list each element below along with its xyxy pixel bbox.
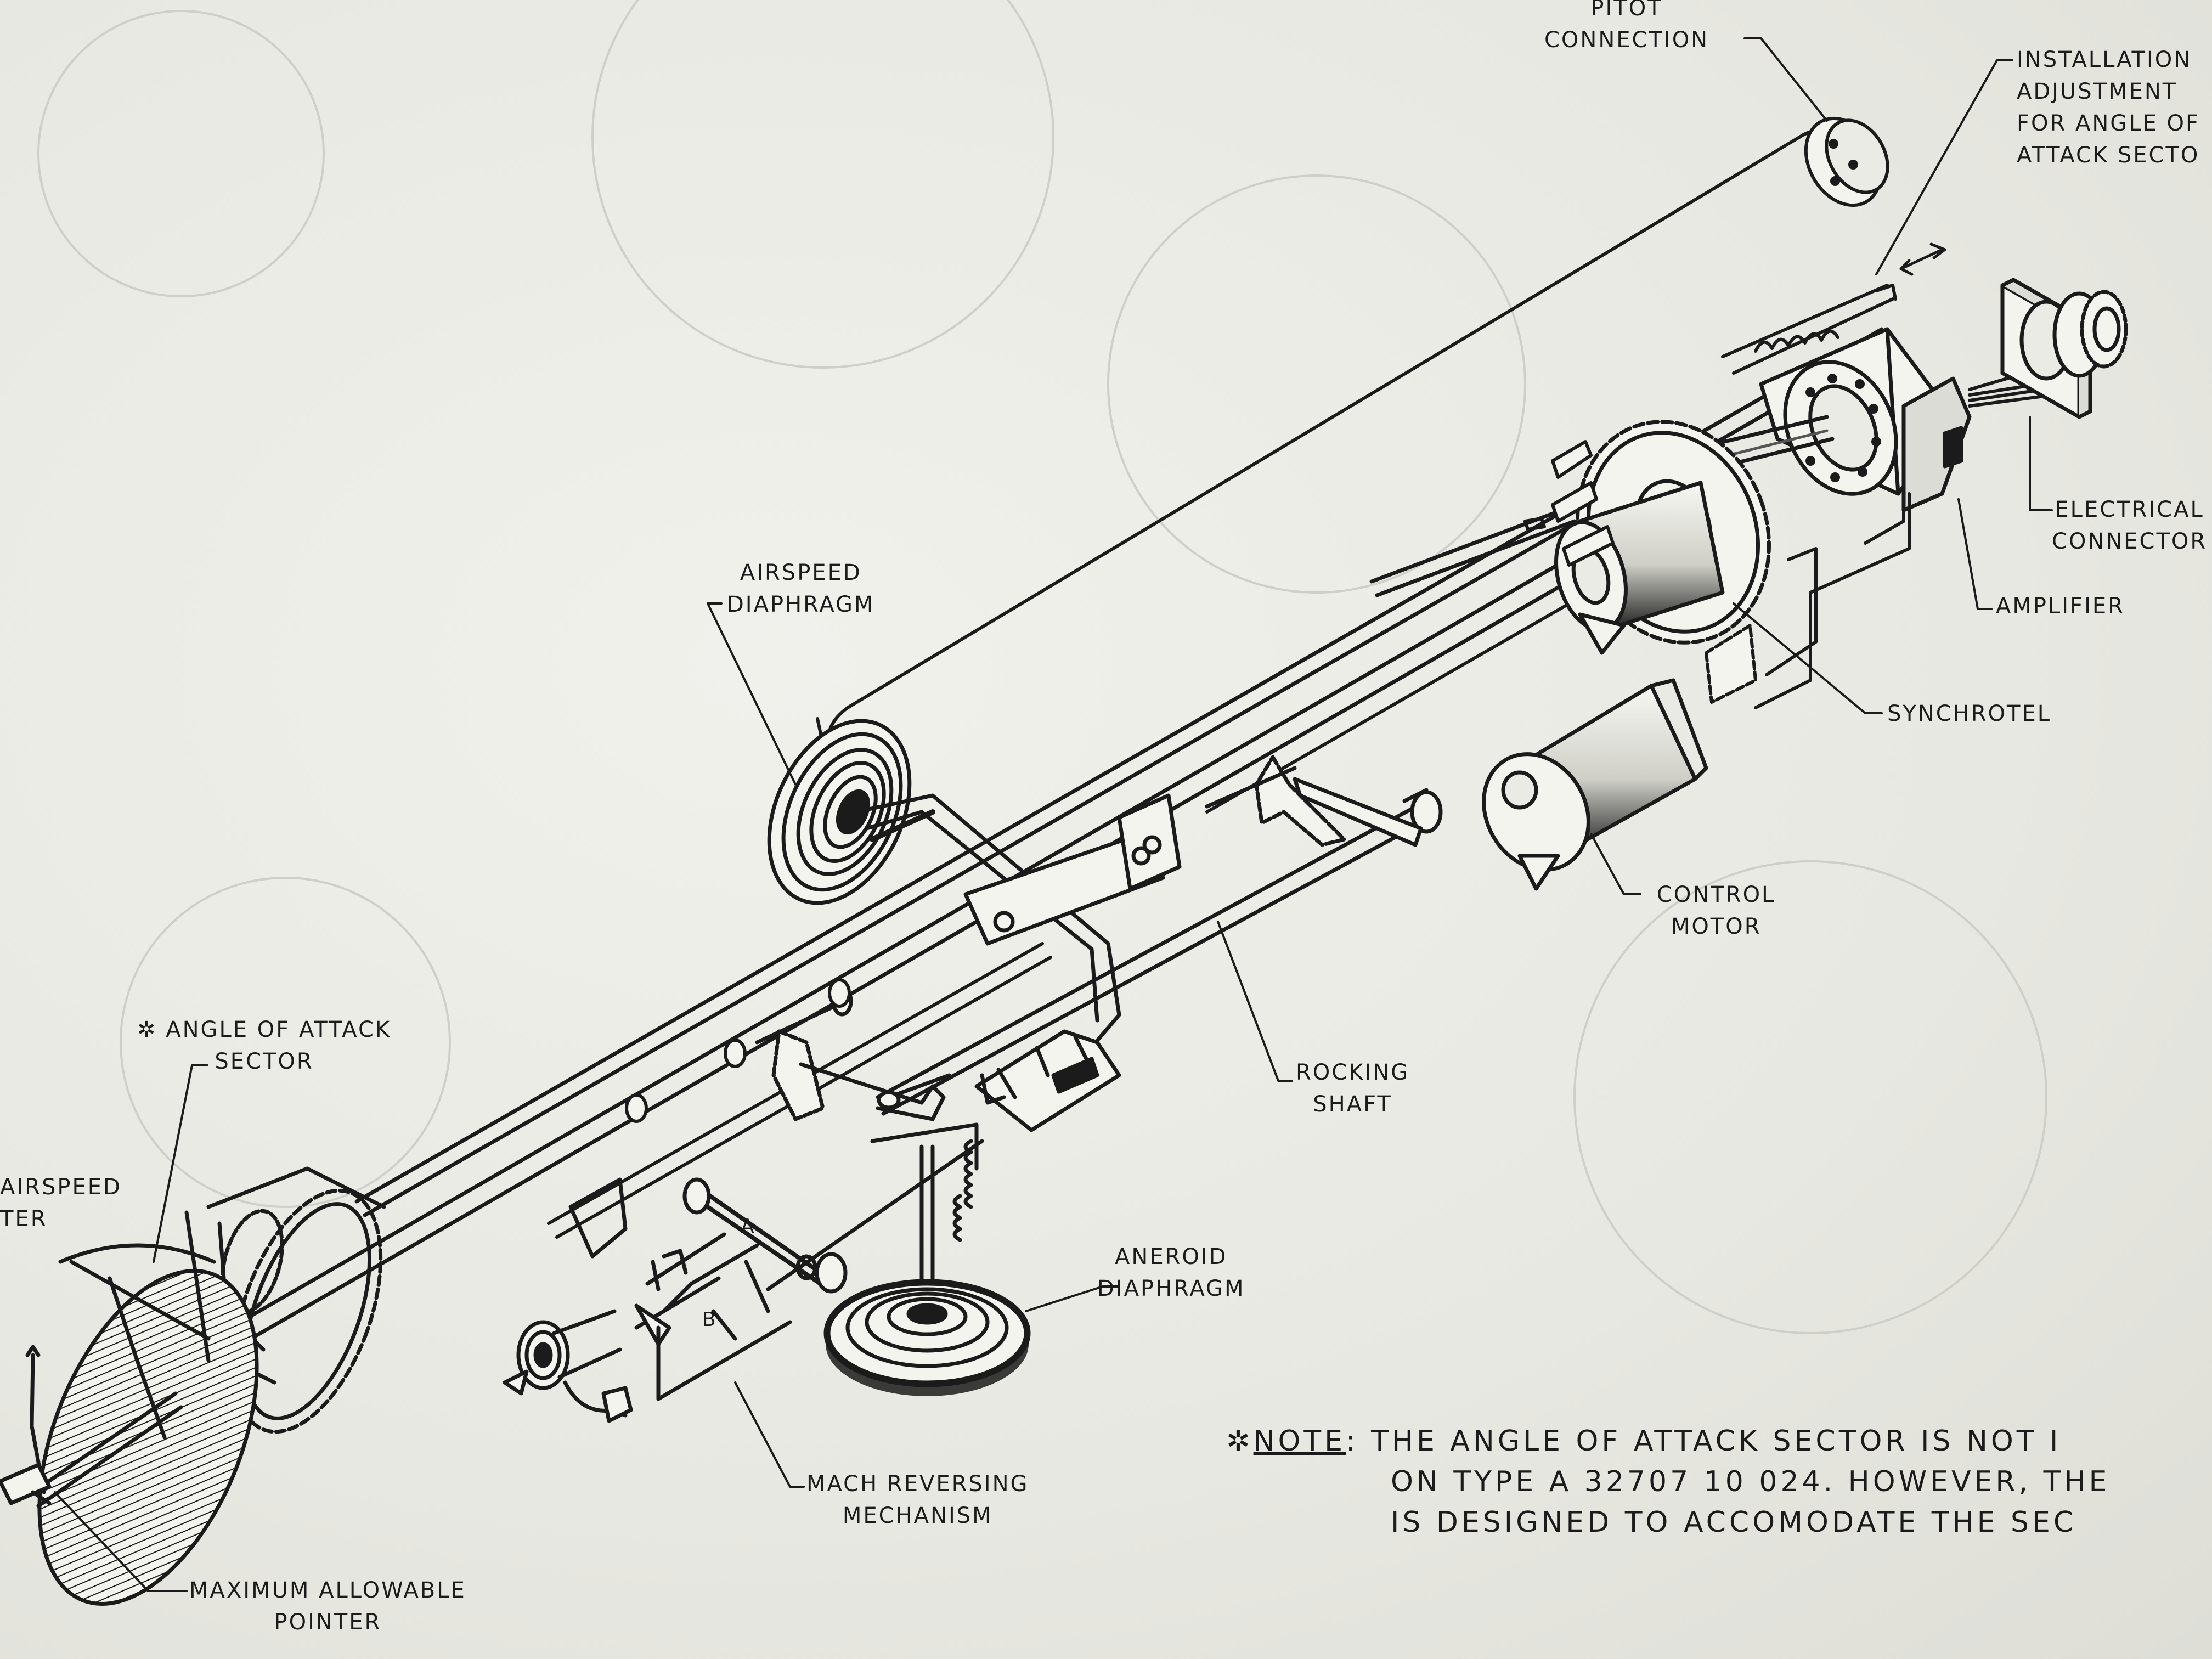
footnote: ✲NOTE: THE ANGLE OF ATTACK SECTOR IS NOT… [1226,1421,2110,1543]
label-aneroid-diaphragm-line-1: ANEROID [1115,1244,1228,1269]
footnote-text-1: THE ANGLE OF ATTACK SECTOR IS NOT I [1371,1425,2062,1458]
electrical-connector [2000,278,2128,419]
label-pitot-connection-line-1: PITOT [1590,0,1663,21]
label-maximum-allowable-pointer-line-1: MAXIMUM ALLOWABLE [189,1578,466,1603]
leader-lines [54,37,2053,1592]
footnote-line-3: IS DESIGNED TO ACCOMODATE THE SEC [1226,1502,2110,1543]
label-angle-of-attack-sector-line-2: SECTOR [215,1049,314,1074]
label-amplifier-text: AMPLIFIER [1996,594,2125,619]
maximum-allowable-pointer [0,1345,183,1508]
label-control-motor: CONTROL MOTOR [1657,879,1775,943]
label-angle-of-attack-sector-line-1: ✲ ANGLE OF ATTACK [137,1017,392,1042]
mach-spool [503,1309,633,1423]
label-rocking-shaft-line-2: SHAFT [1313,1092,1392,1117]
label-aneroid-diaphragm-line-2: DIAPHRAGM [1097,1276,1245,1301]
label-airspeed-diaphragm-line-1: AIRSPEED [740,560,862,585]
label-airspeed-pointer-line-1: AIRSPEED [0,1175,122,1200]
label-pitot-connection: PITOT CONNECTION [1544,0,1709,56]
label-angle-of-attack-sector: ✲ ANGLE OF ATTACK SECTOR [137,1014,391,1077]
label-installation-adjustment: INSTALLATION ADJUSTMENT FOR ANGLE OF ATT… [2017,44,2200,171]
pitot-connection-fitting [1804,116,1889,207]
label-installation-adjustment-line-4: ATTACK SECTO [2017,143,2200,168]
label-electrical-connector: ELECTRICAL CONNECTOR [2052,494,2207,557]
footnote-line-2: ON TYPE A 32707 10 024. HOWEVER, THE [1226,1462,2110,1502]
diaphragm-linkage [854,793,1182,1056]
label-installation-adjustment-line-3: FOR ANGLE OF [2017,111,2200,136]
mach-reversing-mechanism [568,1122,984,1401]
footnote-text-3: IS DESIGNED TO ACCOMODATE THE SEC [1391,1506,2077,1539]
rack-gears [1523,440,1757,704]
rocking-sector [1205,755,1423,847]
label-installation-adjustment-line-1: INSTALLATION [2017,47,2192,72]
footnote-heading: NOTE [1253,1425,1346,1458]
airspeed-diaphragm [767,719,935,905]
label-pitot-connection-line-2: CONNECTION [1544,27,1709,53]
label-part-b: B [702,1308,716,1331]
label-rocking-shaft-line-1: ROCKING [1296,1060,1410,1085]
label-part-a: A [741,1215,754,1238]
label-synchrotel: SYNCHROTEL [1887,698,2051,730]
label-amplifier: AMPLIFIER [1996,590,2125,622]
label-aneroid-diaphragm: ANEROID DIAPHRAGM [1097,1241,1245,1305]
footnote-colon: : [1346,1425,1359,1458]
mid-linkage [974,1029,1121,1132]
label-airspeed-pointer-line-2: TER [0,1206,48,1232]
footnote-marker: ✲ [1226,1425,1254,1458]
label-rocking-shaft: ROCKING SHAFT [1296,1057,1409,1120]
label-mach-reversing-mechanism-line-1: MACH REVERSING [806,1471,1029,1497]
label-installation-adjustment-line-2: ADJUSTMENT [2017,79,2178,104]
background-sketch [37,0,2047,1334]
label-control-motor-line-1: CONTROL [1657,882,1776,907]
label-maximum-allowable-pointer-line-2: POINTER [274,1610,382,1635]
label-mach-reversing-mechanism-line-2: MECHANISM [842,1503,993,1528]
footnote-text-2: ON TYPE A 32707 10 024. HOWEVER, THE [1391,1465,2111,1498]
installation-adjustment-shaft [1721,242,1946,375]
aneroid-diaphragm [823,1279,1031,1396]
shaft-collars [625,978,851,1123]
control-motor [1482,678,1708,891]
rocking-shaft [876,788,1443,1116]
label-airspeed-diaphragm-line-2: DIAPHRAGM [727,592,875,617]
label-electrical-connector-line-2: CONNECTOR [2052,529,2208,554]
airspeed-pointer-dial [37,1210,259,1606]
label-airspeed-diaphragm: AIRSPEED DIAPHRAGM [727,557,875,620]
label-electrical-connector-line-1: ELECTRICAL [2055,497,2204,522]
label-synchrotel-text: SYNCHROTEL [1887,701,2052,726]
label-mach-reversing-mechanism: MACH REVERSING MECHANISM [806,1468,1029,1532]
label-control-motor-line-2: MOTOR [1671,914,1762,939]
footnote-line-1: ✲NOTE: THE ANGLE OF ATTACK SECTOR IS NOT… [1226,1421,2110,1462]
label-maximum-allowable-pointer: MAXIMUM ALLOWABLE POINTER [189,1575,466,1638]
label-airspeed-pointer: AIRSPEED TER [0,1171,122,1235]
